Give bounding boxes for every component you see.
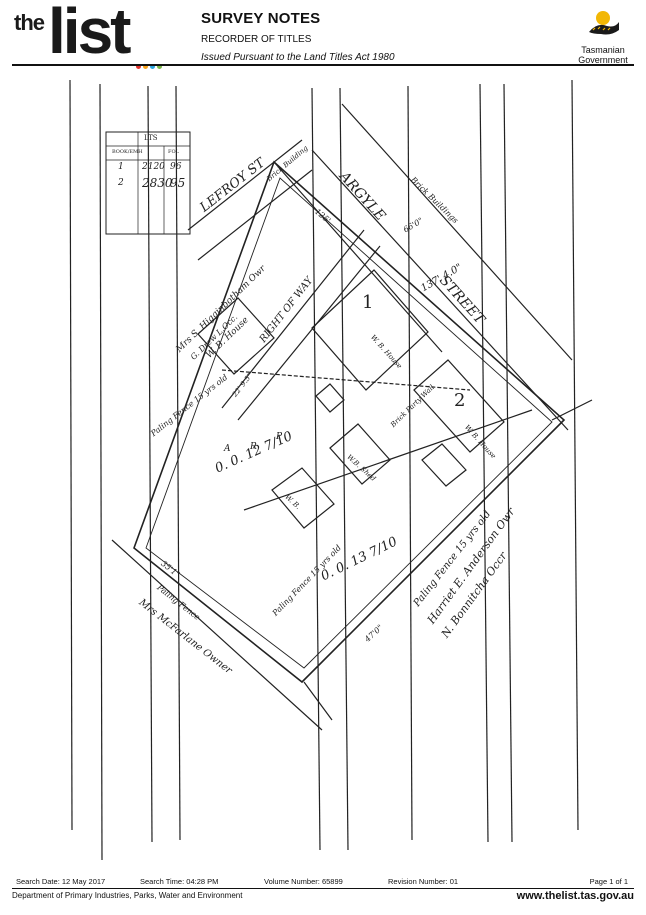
table-head-fol: FOL — [168, 149, 179, 155]
lot-boundary-line — [273, 161, 443, 353]
logo-dot-green — [157, 64, 162, 69]
sheet-line — [175, 85, 181, 841]
sheet-line — [99, 83, 103, 861]
table-head-book: BOOK/EMH — [112, 149, 143, 155]
table-head-lts: LTS — [144, 134, 158, 142]
thelist-logo: the list — [10, 0, 162, 69]
survey-plan: LTS BOOK/EMH FOL 1 2120 96 2 2830 95 LEF… — [12, 70, 634, 865]
page-title: SURVEY NOTES — [201, 10, 321, 27]
page-subtitle: RECORDER OF TITLES — [201, 34, 312, 45]
header-divider — [12, 64, 634, 66]
parcel-inner-outline — [145, 177, 553, 669]
sheet-line — [407, 85, 413, 841]
document-header: the list SURVEY NOTES RECORDER OF TITLES… — [0, 0, 646, 70]
wb-small-outline — [271, 467, 335, 529]
search-time: Search Time: 04:28 PM — [140, 877, 219, 886]
logo-dots — [136, 56, 166, 69]
wb-shed-outline — [329, 423, 391, 485]
right-of-way-line — [221, 229, 365, 409]
gov-text-line1: Tasmanian — [581, 45, 625, 55]
title-reference-table — [105, 131, 191, 235]
tasmanian-government-logo: Tasmanian Government — [570, 8, 636, 66]
survey-plan-drawing — [69, 79, 593, 861]
sheet-line — [503, 83, 513, 843]
small-box-outline — [315, 383, 345, 413]
boundary-extension-line — [111, 539, 323, 731]
volume-number: Volume Number: 65899 — [264, 877, 343, 886]
boundary-extension-line — [303, 681, 333, 721]
table-row-1-folio: 96 — [170, 162, 182, 172]
table-row-1-book: 2120 — [142, 162, 165, 172]
footer-divider — [12, 888, 634, 889]
logo-the-text: the — [14, 10, 45, 35]
area-left-p: P — [276, 432, 283, 442]
wb-house-2-outline — [413, 359, 505, 453]
sheet-line — [339, 87, 349, 851]
parcel-outline — [133, 160, 566, 684]
lot-number-1: 1 — [362, 292, 374, 313]
logo-dot-red — [136, 64, 141, 69]
sheet-line — [311, 87, 321, 851]
argyle-street-line — [311, 149, 569, 431]
boundary-extension-line — [551, 399, 593, 421]
table-row-2-number: 2 — [118, 178, 124, 188]
lot-division-line — [221, 369, 471, 391]
department-name: Department of Primary Industries, Parks,… — [12, 891, 243, 900]
small-structure-outline — [421, 443, 467, 487]
search-metadata: Search Date: 12 May 2017 Search Time: 04… — [12, 877, 634, 889]
lot-division-line — [243, 409, 533, 511]
lot-number-2: 2 — [454, 390, 466, 411]
page-indicator: Page 1 of 1 — [589, 877, 628, 886]
table-row-1-number: 1 — [118, 162, 124, 172]
wb-house-left-outline — [197, 297, 275, 375]
logo-dot-orange — [143, 64, 148, 69]
sheet-line — [479, 83, 489, 843]
area-left-r: R — [250, 442, 257, 452]
area-left-a: A — [224, 444, 231, 454]
search-date: Search Date: 12 May 2017 — [16, 877, 106, 886]
sheet-line — [571, 79, 579, 831]
lefroy-street-line — [187, 139, 303, 231]
table-row-2-folio: 95 — [170, 176, 186, 190]
sheet-line — [147, 85, 153, 843]
gov-text-line2: Government — [578, 55, 628, 65]
issued-statement: Issued Pursuant to the Land Titles Act 1… — [201, 52, 395, 63]
website-link[interactable]: www.thelist.tas.gov.au — [516, 890, 634, 902]
logo-dot-blue — [150, 64, 155, 69]
table-row-2-book: 2830 — [142, 176, 173, 190]
sheet-line — [69, 79, 73, 831]
logo-list-text: list — [48, 0, 131, 67]
right-of-way-line — [237, 245, 381, 421]
wb-house-1-outline — [311, 269, 429, 391]
revision-number: Revision Number: 01 — [388, 877, 459, 886]
argyle-street-line — [341, 103, 573, 361]
thylacine-emblem-icon — [589, 11, 619, 35]
